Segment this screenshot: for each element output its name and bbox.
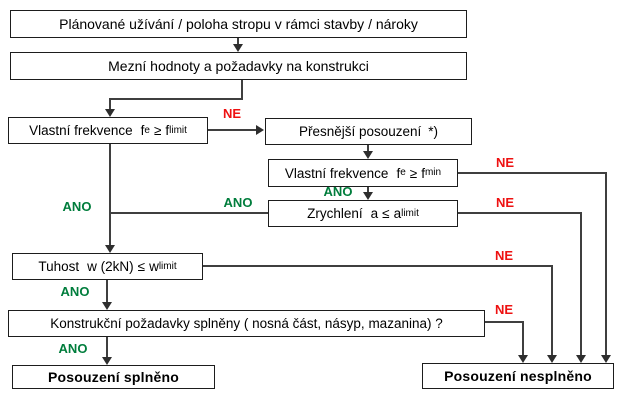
edge-label-ano-5: ANO (58, 341, 88, 356)
edge-label-ne-5: NE (494, 302, 514, 317)
connector-freqmin-ne (458, 172, 607, 174)
connector-detailed-to-freqmin (367, 145, 369, 153)
node-natural-frequency-min-label: Vlastní frekvence (284, 165, 389, 181)
connector-acceleration-ne-drop (580, 212, 582, 356)
connector-freqmin-ne-drop (605, 172, 607, 356)
arrowhead-down-icon (105, 109, 115, 117)
connector-freqmin-ano (367, 187, 369, 194)
relation-operator: ≥ (153, 123, 162, 138)
arrowhead-down-icon (601, 355, 611, 363)
node-natural-frequency-limit-label: Vlastní frekvence (29, 123, 133, 138)
node-limit-values-label: Mezní hodnoty a požadavky na konstrukci (108, 58, 369, 74)
node-assessment-failed: Posouzení nesplněno (422, 363, 614, 389)
arrowhead-down-icon (576, 355, 586, 363)
connector-stiffness-ano (106, 280, 108, 304)
connector-acceleration-ano (109, 212, 268, 214)
connector-limits-drop (109, 98, 111, 111)
edge-label-ne-1: NE (222, 106, 242, 121)
deflection-variable: w (2kN) (87, 259, 134, 274)
connector-requirements-ne (485, 321, 524, 323)
node-detailed-assessment: Přesnější posouzení *) (265, 118, 472, 145)
node-assessment-passed: Posouzení splněno (12, 365, 215, 389)
connector-limits-stub (241, 80, 243, 100)
arrowhead-down-icon (518, 355, 528, 363)
footnote-marker: *) (428, 124, 439, 139)
connector-freqlimit-ne (208, 129, 257, 131)
edge-label-ne-2: NE (495, 155, 515, 170)
arrowhead-down-icon (547, 355, 557, 363)
node-limit-values: Mezní hodnoty a požadavky na konstrukci (10, 52, 467, 80)
connector-limits-horizontal (109, 98, 243, 100)
arrowhead-right-icon (256, 125, 264, 135)
edge-label-ano-3: ANO (62, 199, 92, 214)
connector-requirements-ano (106, 337, 108, 358)
edge-label-ano-1: ANO (323, 184, 353, 199)
node-structural-requirements-label: Konstrukční požadavky splněny ( nosná čá… (50, 316, 443, 331)
connector-planned-to-limits (237, 38, 239, 46)
arrowhead-down-icon (233, 44, 243, 52)
arrowhead-down-icon (363, 151, 373, 159)
relation-operator: ≥ (409, 165, 418, 181)
edge-label-ne-4: NE (494, 248, 514, 263)
edge-label-ano-4: ANO (60, 284, 90, 299)
limit-variable: f (165, 123, 170, 138)
relation-operator: ≤ (382, 206, 390, 221)
connector-freqlimit-ano-drop (109, 144, 111, 246)
limit-variable: a (393, 206, 402, 221)
connector-stiffness-ne-drop (551, 265, 553, 356)
node-detailed-assessment-label: Přesnější posouzení (298, 124, 422, 139)
edge-label-ano-2: ANO (223, 195, 253, 210)
node-planned-use: Plánované užívání / poloha stropu v rámc… (10, 10, 467, 38)
connector-requirements-ne-drop (522, 321, 524, 356)
relation-operator: ≤ (137, 259, 146, 274)
frequency-variable: f (140, 123, 145, 138)
node-acceleration-label: Zrychlení (307, 206, 363, 221)
arrowhead-down-icon (102, 357, 112, 365)
min-variable: f (421, 165, 425, 181)
node-structural-requirements: Konstrukční požadavky splněny ( nosná čá… (8, 310, 485, 337)
connector-stiffness-ne (203, 265, 553, 267)
frequency-variable: f (396, 165, 401, 181)
node-stiffness-label: Tuhost (38, 259, 80, 274)
node-assessment-failed-label: Posouzení nesplněno (444, 368, 592, 384)
node-assessment-passed-label: Posouzení splněno (48, 369, 179, 385)
connector-acceleration-ne (458, 212, 582, 214)
edge-label-ne-3: NE (495, 195, 515, 210)
arrowhead-down-icon (102, 302, 112, 310)
limit-variable: w (149, 259, 159, 274)
node-planned-use-label: Plánované užívání / poloha stropu v rámc… (59, 16, 418, 32)
arrowhead-down-icon (105, 245, 115, 253)
arrowhead-down-icon (363, 192, 373, 200)
acceleration-variable: a (370, 206, 379, 221)
